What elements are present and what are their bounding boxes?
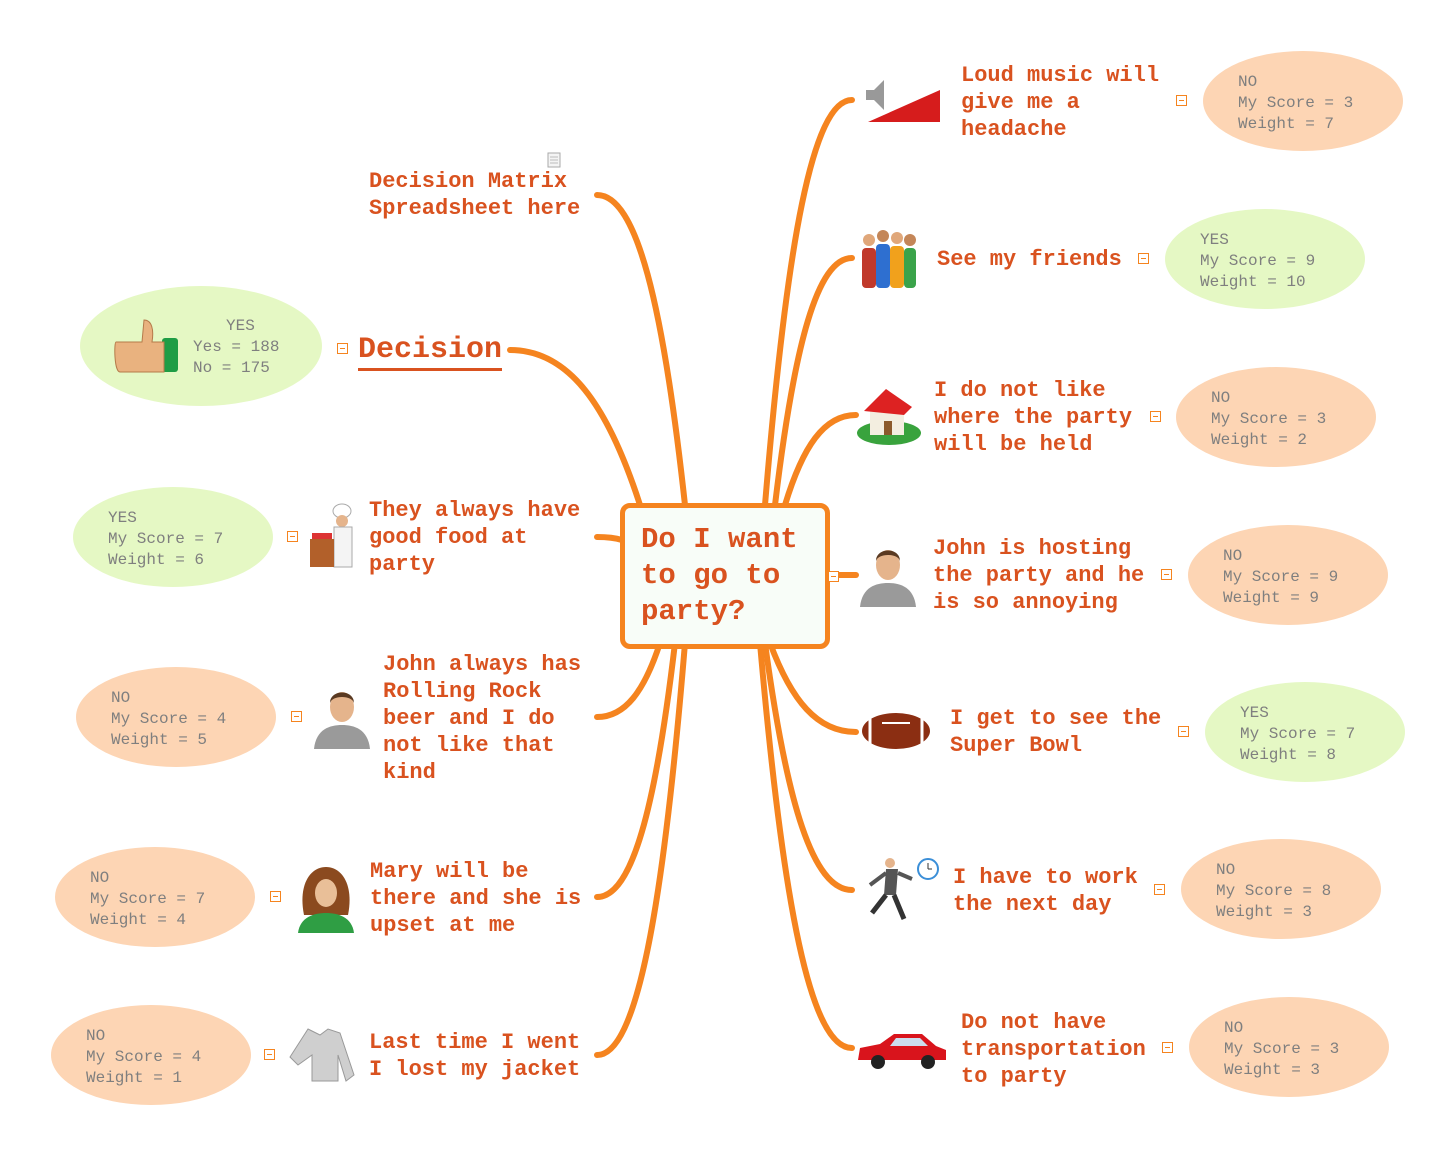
topic-super-bowl[interactable]: I get to see the Super Bowl [950, 706, 1162, 758]
football-icon [860, 710, 932, 757]
note-scores: My Score = 3 Weight = 2 [1211, 410, 1327, 449]
topic-decision-matrix[interactable]: Decision Matrix Spreadsheet here [369, 169, 581, 221]
topic-loud-music[interactable]: Loud music will give me a headache [961, 63, 1160, 142]
note-bubble-see-friends[interactable]: YES My Score = 9 Weight = 10 [1165, 209, 1365, 309]
branch-decision-matrix [594, 192, 688, 508]
speaker-icon [862, 76, 942, 129]
jacket-icon [288, 1025, 358, 1088]
branch-see-friends [772, 255, 855, 508]
note-bubble-transportation[interactable]: NO My Score = 3 Weight = 3 [1189, 997, 1389, 1097]
collapse-toggle[interactable] [270, 891, 281, 902]
note-bubble-loud-music[interactable]: NO My Score = 3 Weight = 7 [1203, 51, 1403, 151]
topic-decision[interactable]: Decision [358, 332, 503, 371]
note-scores: My Score = 7 Weight = 4 [90, 890, 206, 929]
note-verdict: NO [90, 869, 110, 887]
note-verdict: NO [1211, 389, 1231, 407]
note-scores: My Score = 7 Weight = 6 [108, 530, 224, 569]
topic-mary-upset[interactable]: Mary will be there and she is upset at m… [370, 859, 582, 938]
note-verdict: NO [111, 689, 131, 707]
note-bubble-rolling-rock[interactable]: NO My Score = 4 Weight = 5 [76, 667, 276, 767]
note-scores: My Score = 7 Weight = 8 [1240, 725, 1356, 764]
note-bubble-lost-jacket[interactable]: NO My Score = 4 Weight = 1 [51, 1005, 251, 1105]
man-icon [858, 543, 918, 612]
note-bubble-john-hosting[interactable]: NO My Score = 9 Weight = 9 [1188, 525, 1388, 625]
central-topic[interactable]: Do I want to go to party? [620, 503, 839, 649]
collapse-toggle[interactable] [264, 1049, 275, 1060]
chef-icon [308, 503, 358, 574]
man-icon [312, 685, 372, 754]
woman-icon [296, 865, 356, 938]
note-verdict: YES [1240, 704, 1269, 722]
collapse-toggle[interactable] [1150, 411, 1161, 422]
collapse-toggle[interactable] [1176, 95, 1187, 106]
branch-loud-music [762, 97, 855, 508]
note-scores: My Score = 3 Weight = 7 [1238, 94, 1354, 133]
collapse-toggle[interactable] [1138, 253, 1149, 264]
branch-good-food [594, 534, 625, 543]
people-icon [858, 226, 920, 297]
branch-super-bowl [767, 640, 859, 735]
collapse-toggle[interactable] [291, 711, 302, 722]
running-man-icon [856, 855, 942, 930]
note-scores: My Score = 9 Weight = 10 [1200, 252, 1316, 291]
note-bubble-super-bowl[interactable]: YES My Score = 7 Weight = 8 [1205, 682, 1405, 782]
car-icon [856, 1030, 948, 1075]
note-scores: My Score = 8 Weight = 3 [1216, 882, 1332, 921]
note-verdict: NO [1238, 73, 1258, 91]
note-scores: My Score = 3 Weight = 3 [1224, 1040, 1340, 1079]
topic-lost-jacket[interactable]: Last time I went I lost my jacket [369, 1030, 581, 1082]
note-verdict: YES [226, 317, 255, 335]
collapse-toggle[interactable] [1154, 884, 1165, 895]
topic-party-location[interactable]: I do not like where the party will be he… [934, 378, 1133, 457]
collapse-toggle[interactable] [1161, 569, 1172, 580]
note-verdict: NO [1224, 1019, 1244, 1037]
note-bubble-work-next-day[interactable]: NO My Score = 8 Weight = 3 [1181, 839, 1381, 939]
collapse-toggle[interactable] [1178, 726, 1189, 737]
collapse-toggle[interactable] [337, 343, 348, 354]
note-bubble-good-food[interactable]: YES My Score = 7 Weight = 6 [73, 487, 273, 587]
document-icon [546, 152, 562, 173]
topic-good-food[interactable]: They always have good food at party [369, 498, 581, 577]
collapse-toggle[interactable] [828, 571, 839, 582]
collapse-toggle[interactable] [287, 531, 298, 542]
note-verdict: NO [1216, 861, 1236, 879]
note-scores: My Score = 4 Weight = 5 [111, 710, 227, 749]
thumbs-up-icon [112, 318, 182, 381]
central-topic-text: Do I want to go to party? [641, 523, 798, 628]
topic-see-friends[interactable]: See my friends [937, 247, 1122, 272]
branch-work-next-day [762, 640, 855, 893]
branch-rolling-rock [594, 640, 663, 720]
branch-lost-jacket [594, 640, 688, 1058]
branch-transportation [757, 640, 855, 1051]
note-bubble-mary-upset[interactable]: NO My Score = 7 Weight = 4 [55, 847, 255, 947]
topic-rolling-rock[interactable]: John always has Rolling Rock beer and I … [383, 652, 582, 785]
house-icon [856, 385, 922, 452]
topic-john-hosting[interactable]: John is hosting the party and he is so a… [933, 536, 1145, 615]
note-bubble-party-location[interactable]: NO My Score = 3 Weight = 2 [1176, 367, 1376, 467]
note-verdict: NO [1223, 547, 1243, 565]
topic-transportation[interactable]: Do not have transportation to party [961, 1010, 1146, 1089]
note-verdict: YES [1200, 231, 1229, 249]
topic-work-next-day[interactable]: I have to work the next day [953, 865, 1138, 917]
note-scores: My Score = 9 Weight = 9 [1223, 568, 1339, 607]
note-verdict: NO [86, 1027, 106, 1045]
branch-mary-upset [594, 640, 678, 900]
note-scores: My Score = 4 Weight = 1 [86, 1048, 202, 1087]
branch-decision [507, 347, 643, 508]
branch-party-location [782, 412, 859, 508]
collapse-toggle[interactable] [1162, 1042, 1173, 1053]
note-verdict: YES [108, 509, 137, 527]
note-scores: Yes = 188 No = 175 [193, 338, 280, 377]
